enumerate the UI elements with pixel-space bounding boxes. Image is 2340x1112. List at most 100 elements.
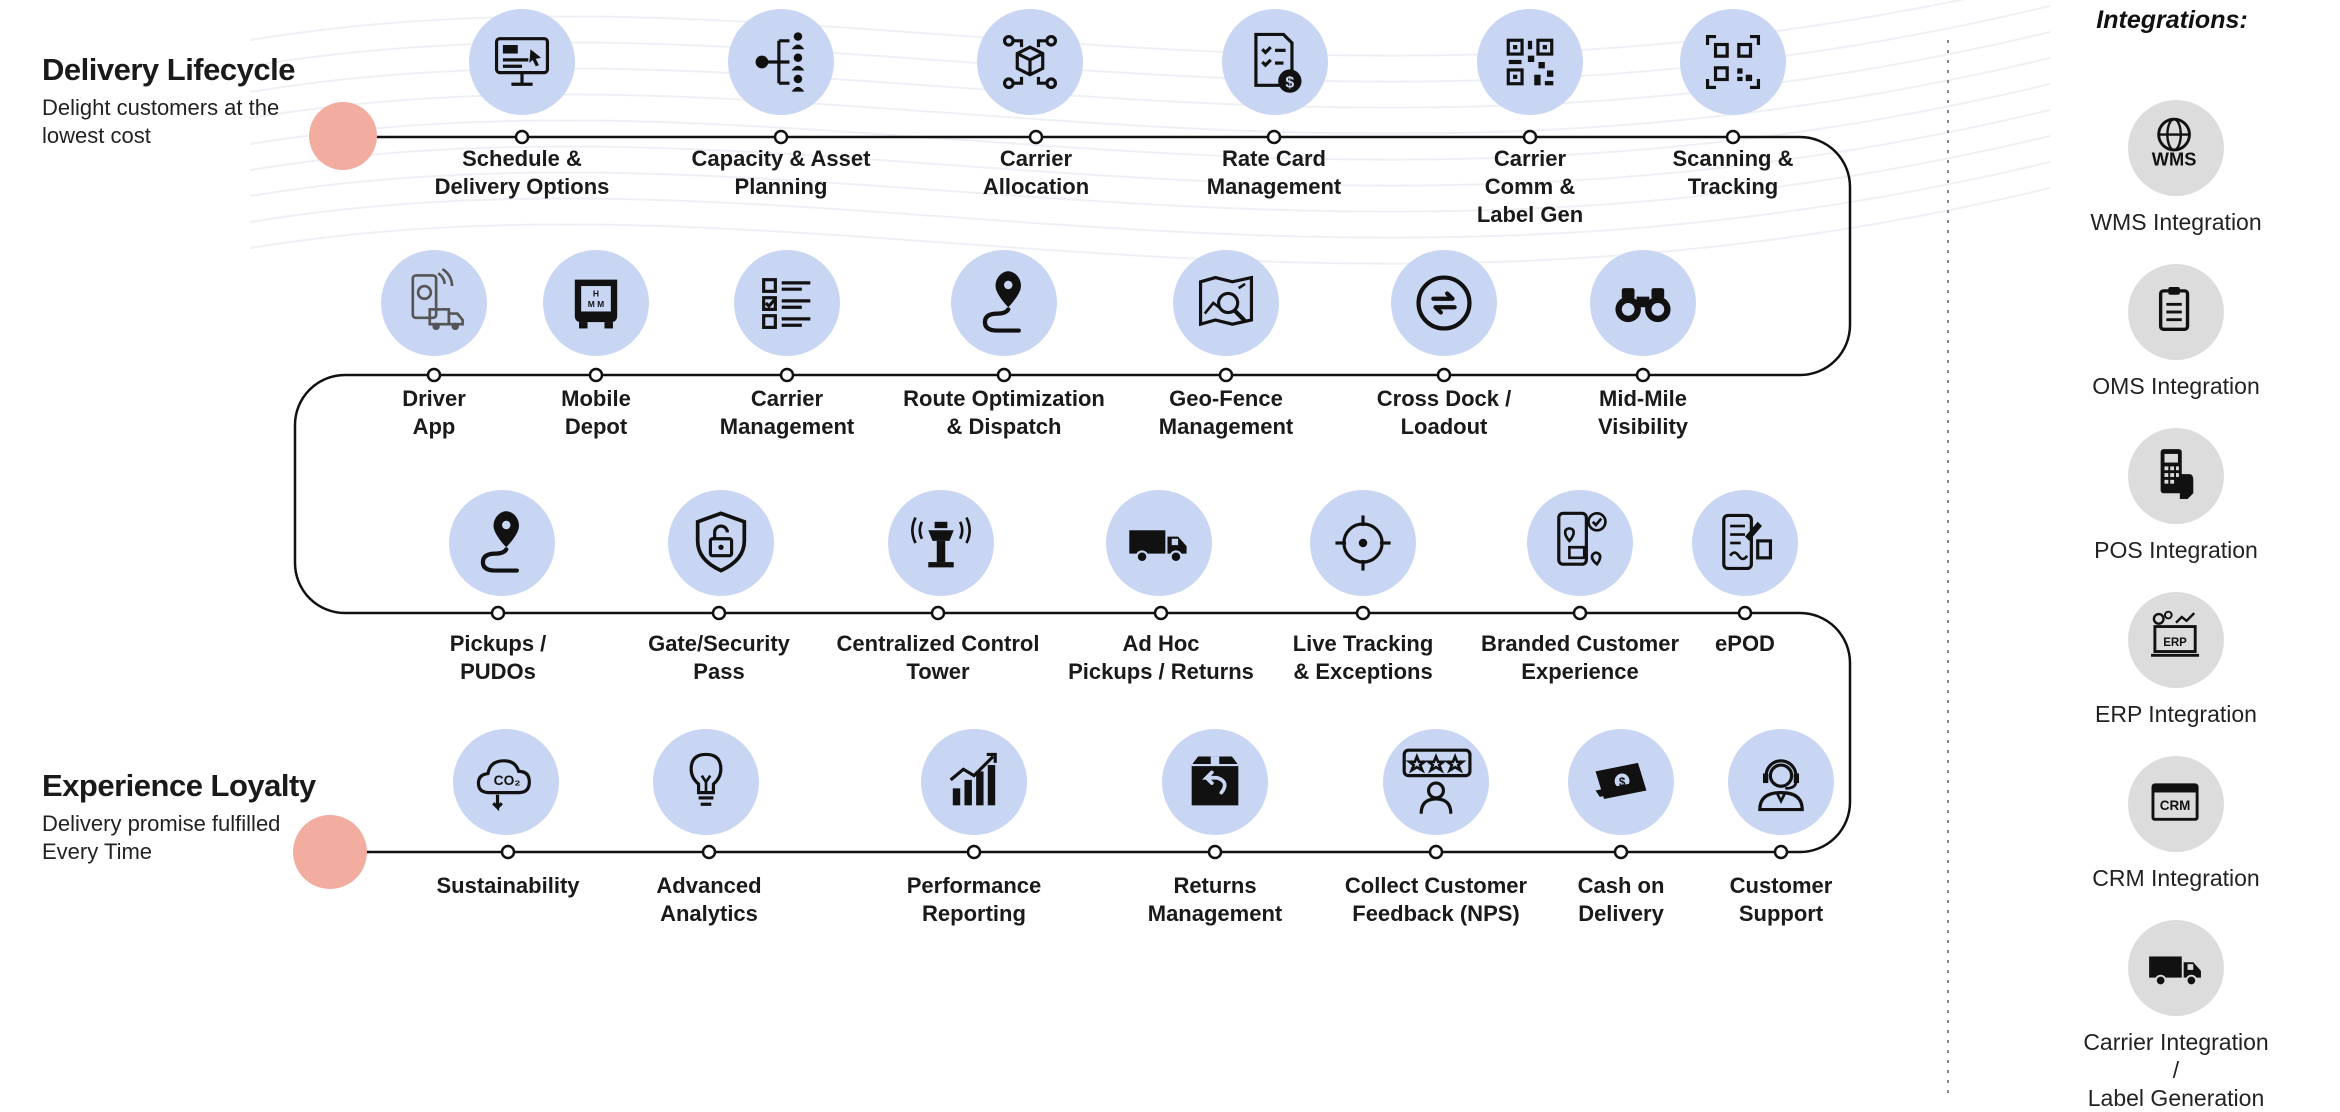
hierarchy-icon bbox=[728, 9, 834, 115]
node-label: Scanning &Tracking bbox=[1672, 146, 1794, 199]
integration-label: ERP Integration bbox=[2095, 701, 2257, 727]
node-label: Cross Dock /Loadout bbox=[1376, 386, 1512, 439]
path-node-dot bbox=[1572, 605, 1588, 621]
path-node-dot bbox=[996, 367, 1012, 383]
node-label: Sustainability bbox=[436, 873, 580, 898]
shield-lock-icon bbox=[668, 490, 774, 596]
node-dots bbox=[426, 129, 1789, 860]
path-node-dot bbox=[1773, 844, 1789, 860]
lifecycle-heading: Delivery Lifecycle Delight customers at … bbox=[42, 52, 295, 150]
path-node-dot bbox=[930, 605, 946, 621]
path-node-dot bbox=[701, 844, 717, 860]
node-label: Pickups /PUDOs bbox=[449, 631, 547, 684]
svg-text:ERP: ERP bbox=[2163, 637, 2187, 649]
path-node-dot bbox=[514, 129, 530, 145]
path-node-dot bbox=[1218, 367, 1234, 383]
integration-item: Carrier Integration /Label Generation bbox=[2080, 920, 2272, 1112]
path-node-dot bbox=[490, 605, 506, 621]
checklist-icon bbox=[734, 250, 840, 356]
node-label: Schedule &Delivery Options bbox=[434, 146, 610, 199]
integration-label: POS Integration bbox=[2094, 537, 2258, 563]
path-node-dot bbox=[966, 844, 982, 860]
map-search-icon bbox=[1173, 250, 1279, 356]
integration-label: CRM Integration bbox=[2092, 865, 2260, 891]
crm-window-icon: CRM bbox=[2128, 756, 2224, 852]
wms-globe-icon: WMS bbox=[2128, 100, 2224, 196]
control-tower-icon bbox=[888, 490, 994, 596]
package-network-icon bbox=[977, 9, 1083, 115]
lifecycle-title: Delivery Lifecycle bbox=[42, 52, 295, 87]
node-label: Route Optimization& Dispatch bbox=[903, 386, 1105, 439]
invoice-dollar-icon: $ bbox=[1222, 9, 1328, 115]
svg-text:WMS: WMS bbox=[2152, 148, 2197, 169]
loyalty-heading: Experience Loyalty Delivery promise fulf… bbox=[42, 768, 316, 866]
path-node-dot bbox=[773, 129, 789, 145]
truck-icon bbox=[2128, 920, 2224, 1016]
route-pin-icon bbox=[951, 250, 1057, 356]
headset-agent-icon bbox=[1728, 729, 1834, 835]
svg-text:M M: M M bbox=[588, 299, 604, 309]
svg-text:$: $ bbox=[1619, 776, 1626, 789]
integration-label: Carrier Integration /Label Generation bbox=[2083, 1029, 2269, 1111]
bar-chart-icon bbox=[921, 729, 1027, 835]
integration-label: WMS Integration bbox=[2090, 209, 2262, 235]
pos-terminal-icon bbox=[2128, 428, 2224, 524]
loyalty-title: Experience Loyalty bbox=[42, 768, 316, 803]
exchange-arrows-icon bbox=[1391, 250, 1497, 356]
lightbulb-icon bbox=[653, 729, 759, 835]
end-dot bbox=[293, 815, 367, 889]
start-dot bbox=[309, 102, 377, 170]
svg-text:CO₂: CO₂ bbox=[494, 773, 521, 788]
path-node-dot bbox=[779, 367, 795, 383]
integration-item: OMS Integration bbox=[2080, 264, 2272, 400]
route-pin-icon bbox=[449, 490, 555, 596]
path-node-dot bbox=[1153, 605, 1169, 621]
lifecycle-path-line bbox=[293, 135, 1852, 854]
path-node-dot bbox=[500, 844, 516, 860]
cash-icon: $ bbox=[1568, 729, 1674, 835]
path-node-dot bbox=[1028, 129, 1044, 145]
path-node-dot bbox=[426, 367, 442, 383]
binoculars-icon bbox=[1590, 250, 1696, 356]
return-box-icon bbox=[1162, 729, 1268, 835]
truck-icon bbox=[1106, 490, 1212, 596]
node-label: Live Tracking& Exceptions bbox=[1292, 631, 1434, 684]
integration-item: WMS WMS Integration bbox=[2080, 100, 2272, 236]
path-node-dot bbox=[1428, 844, 1444, 860]
integration-item: CRM CRM Integration bbox=[2080, 756, 2272, 892]
path-node-dot bbox=[1737, 605, 1753, 621]
loyalty-subtitle: Delivery promise fulfilled Every Time bbox=[42, 811, 281, 864]
path-node-dot bbox=[1725, 129, 1741, 145]
integrations-title: Integrations: bbox=[2096, 6, 2248, 34]
driver-app-icon bbox=[381, 250, 487, 356]
co2-cloud-icon: CO₂ bbox=[453, 729, 559, 835]
path-node-dot bbox=[711, 605, 727, 621]
path-node-dot bbox=[1522, 129, 1538, 145]
path-node-dot bbox=[1635, 367, 1651, 383]
target-icon bbox=[1310, 490, 1416, 596]
path-node-dot bbox=[1207, 844, 1223, 860]
qr-code-icon bbox=[1477, 9, 1583, 115]
phone-signature-icon bbox=[1692, 490, 1798, 596]
path-node-dot bbox=[1613, 844, 1629, 860]
node-label: Performance Reporting bbox=[906, 873, 1042, 926]
svg-text:$: $ bbox=[1285, 74, 1294, 91]
